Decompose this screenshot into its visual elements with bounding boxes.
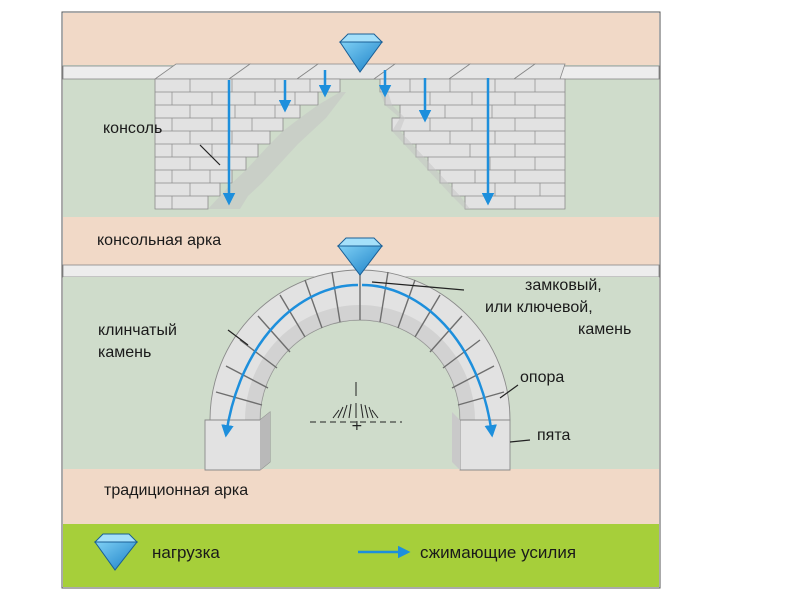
left-support bbox=[204, 411, 271, 471]
legend: нагрузка сжимающие усилия bbox=[63, 524, 659, 587]
legend-load-icon bbox=[93, 533, 139, 571]
cantilever-left bbox=[154, 78, 346, 210]
svg-text:+: + bbox=[351, 418, 363, 434]
top-panel: консоль консольная арка bbox=[62, 13, 660, 262]
support-label: опора bbox=[520, 369, 564, 386]
voussoir-label-2: камень bbox=[98, 344, 151, 361]
top-wall bbox=[63, 65, 659, 217]
springer-label: пята bbox=[537, 427, 570, 444]
keystone-leader bbox=[371, 281, 465, 291]
cantilever-label: консоль bbox=[103, 120, 162, 137]
cantilever-leader bbox=[199, 144, 221, 166]
voussoir-label-1: клинчатый bbox=[98, 322, 177, 339]
springer-leader bbox=[509, 439, 531, 443]
frame bbox=[61, 11, 661, 589]
support-leader bbox=[499, 384, 519, 399]
center-mark-icon: + bbox=[310, 382, 402, 434]
legend-forces-label: сжимающие усилия bbox=[420, 543, 576, 562]
bottom-panel: + клинчатый камень замковый, или ключево… bbox=[62, 237, 660, 524]
keystone-label-3: камень bbox=[578, 321, 631, 338]
keystone-label-1: замковый, bbox=[525, 277, 602, 294]
legend-load-label: нагрузка bbox=[152, 543, 220, 562]
traditional-arch bbox=[205, 269, 511, 421]
right-support bbox=[452, 412, 511, 471]
top-caption: консольная арка bbox=[97, 232, 221, 249]
bottom-caption: традиционная арка bbox=[104, 482, 248, 499]
load-icon-arch bbox=[336, 237, 384, 276]
force-arrow bbox=[361, 283, 497, 438]
force-arrow bbox=[221, 283, 359, 438]
load-icon bbox=[338, 33, 384, 73]
top-capstones bbox=[153, 63, 566, 80]
voussoir-leader bbox=[227, 329, 249, 346]
keystone-label-2: или ключевой, bbox=[485, 299, 593, 316]
legend-bar bbox=[63, 524, 659, 587]
bottom-ground bbox=[63, 469, 659, 524]
arch-force-arrows bbox=[221, 283, 497, 438]
top-force-arrows bbox=[222, 70, 495, 206]
